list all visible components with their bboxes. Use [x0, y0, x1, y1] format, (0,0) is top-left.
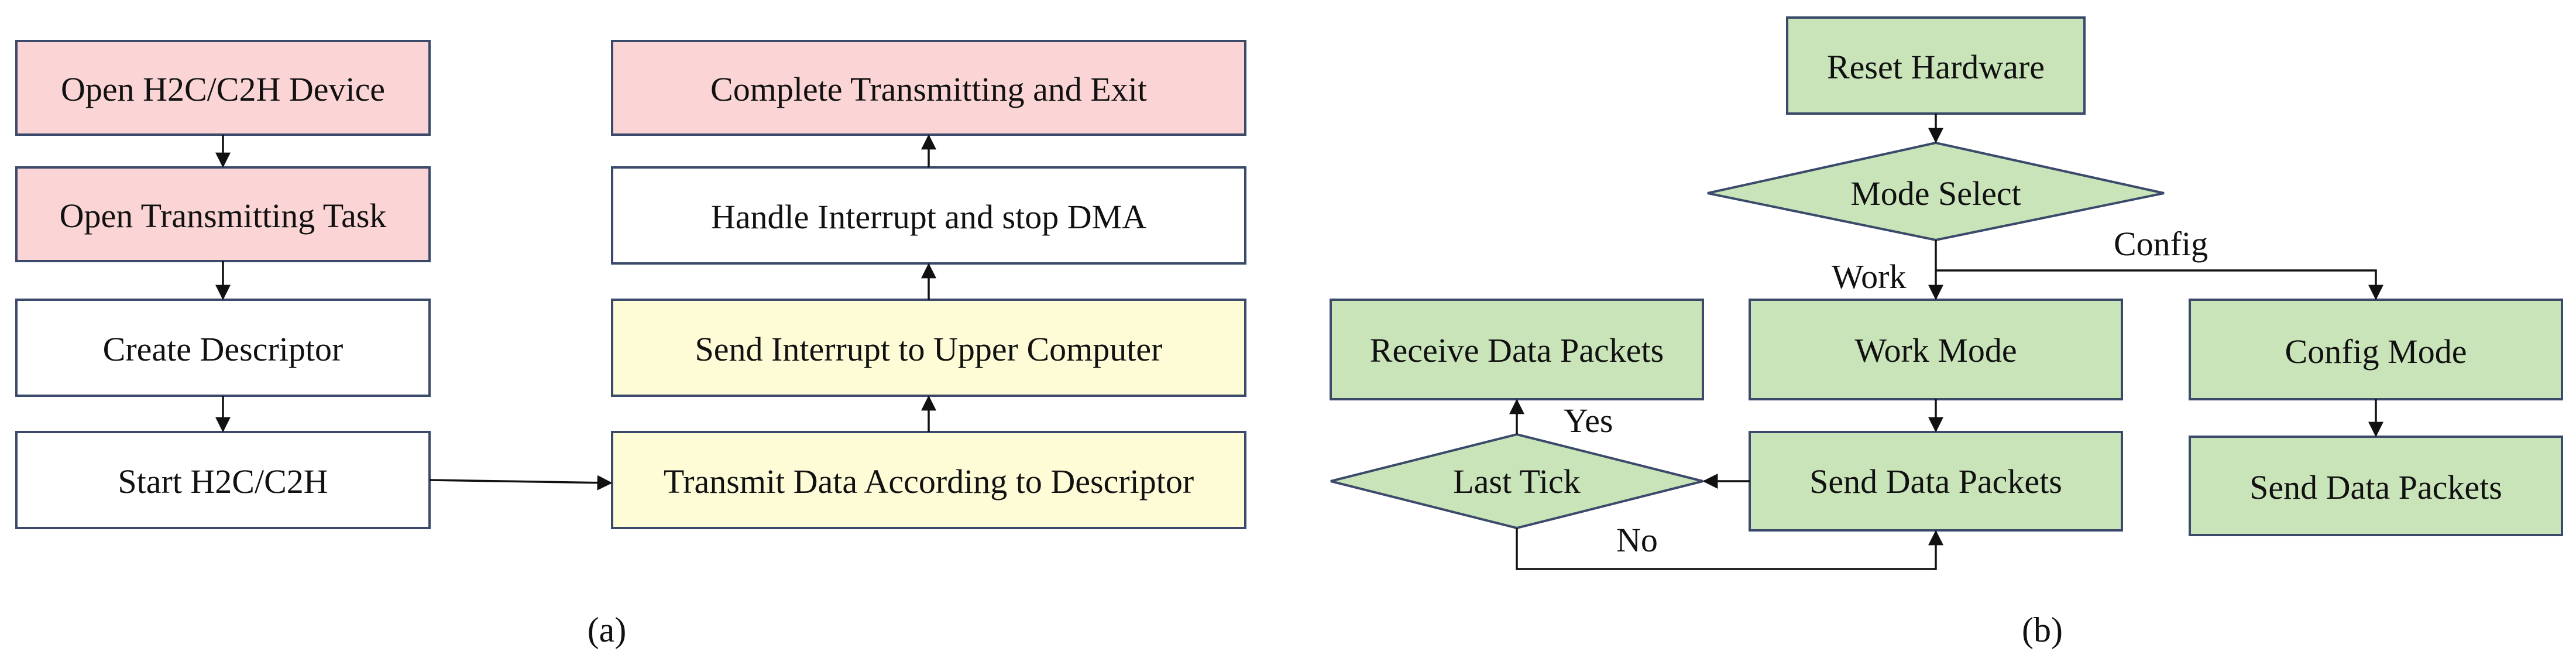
node-send-packets-config: Send Data Packets [2189, 436, 2563, 536]
node-receive-packets: Receive Data Packets [1330, 299, 1704, 400]
node-send-packets-config-label: Send Data Packets [2249, 468, 2502, 506]
node-mode-select-label: Mode Select [1850, 174, 2021, 212]
edge-label-yes: Yes [1564, 402, 1613, 440]
node-config-mode-label: Config Mode [2285, 332, 2467, 371]
node-mode-select: Mode Select [1707, 141, 2165, 242]
node-transmit-data: Transmit Data According to Descriptor [611, 431, 1246, 529]
node-open-task: Open Transmitting Task [15, 166, 431, 262]
node-complete-exit-label: Complete Transmitting and Exit [710, 70, 1147, 108]
edge-label-work: Work [1832, 258, 1906, 296]
node-create-descriptor: Create Descriptor [15, 299, 431, 397]
node-handle-interrupt-label: Handle Interrupt and stop DMA [711, 198, 1146, 236]
edge-label-no: No [1616, 521, 1658, 559]
node-start-h2c: Start H2C/C2H [15, 431, 431, 529]
node-send-packets-work-label: Send Data Packets [1809, 462, 2062, 501]
caption-b: (b) [2022, 611, 2063, 649]
diagram-b: Reset Hardware Mode Select Work Mode Con… [1330, 16, 2563, 649]
node-last-tick: Last Tick [1330, 433, 1703, 530]
edge-label-config: Config [2114, 225, 2208, 263]
diagram-a: Open H2C/C2H Device Open Transmitting Ta… [15, 40, 1246, 649]
node-reset-hardware: Reset Hardware [1786, 16, 2086, 115]
node-handle-interrupt: Handle Interrupt and stop DMA [611, 166, 1246, 265]
node-open-device: Open H2C/C2H Device [15, 40, 431, 136]
edge-last-tick-no [1516, 528, 1943, 570]
edge-start-to-transmit [429, 475, 613, 491]
edge-mode-select-to-config [1936, 269, 2383, 300]
node-start-h2c-label: Start H2C/C2H [118, 462, 328, 501]
node-config-mode: Config Mode [2189, 299, 2563, 400]
node-work-mode: Work Mode [1749, 299, 2123, 400]
node-complete-exit: Complete Transmitting and Exit [611, 40, 1246, 136]
node-send-interrupt-label: Send Interrupt to Upper Computer [695, 330, 1163, 368]
node-reset-hardware-label: Reset Hardware [1827, 48, 2045, 86]
node-open-device-label: Open H2C/C2H Device [61, 70, 385, 108]
node-transmit-data-label: Transmit Data According to Descriptor [664, 462, 1194, 501]
node-send-packets-work: Send Data Packets [1749, 431, 2123, 532]
node-last-tick-label: Last Tick [1453, 462, 1581, 501]
node-receive-packets-label: Receive Data Packets [1370, 331, 1664, 369]
node-open-task-label: Open Transmitting Task [60, 197, 387, 235]
node-work-mode-label: Work Mode [1854, 331, 2017, 369]
node-create-descriptor-label: Create Descriptor [103, 330, 344, 368]
caption-a: (a) [588, 611, 627, 649]
node-send-interrupt: Send Interrupt to Upper Computer [611, 299, 1246, 397]
